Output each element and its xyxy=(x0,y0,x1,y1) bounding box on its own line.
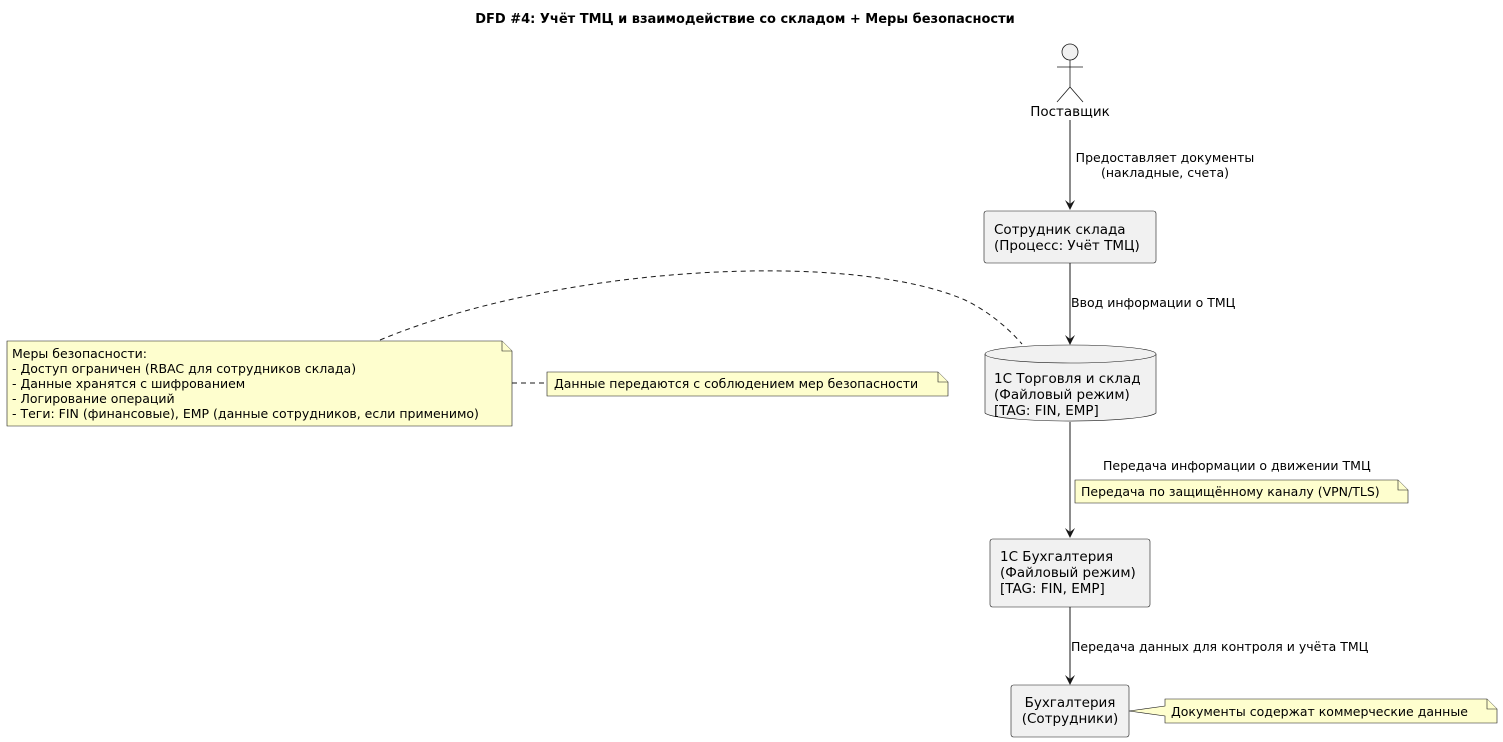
note-line-1: Меры безопасности: xyxy=(12,346,147,361)
flow-supplier-to-employee: Предоставляет документы (накладные, счет… xyxy=(1065,120,1255,210)
trade-warehouse-db[interactable]: 1С Торговля и склад (Файловый режим) [TA… xyxy=(984,344,1157,422)
actor-right-leg-icon xyxy=(1069,86,1084,103)
entity-line-2: (Сотрудники) xyxy=(1022,711,1119,727)
db-body xyxy=(984,354,1157,422)
process-line-2: (Процесс: Учёт ТМЦ) xyxy=(994,238,1140,254)
flow-db-to-accounting: Передача информации о движении ТМЦ xyxy=(1065,422,1371,538)
note-shape xyxy=(1128,698,1498,724)
db-top xyxy=(984,344,1157,364)
flow-label: Ввод информации о ТМЦ xyxy=(1071,295,1236,310)
secure-channel-note: Передача по защищённому каналу (VPN/TLS) xyxy=(1074,479,1409,504)
process-line-2: (Файловый режим) xyxy=(1000,565,1136,581)
flow-label-line-2: (накладные, счета) xyxy=(1101,165,1229,180)
process-line-3: [TAG: FIN, EMP] xyxy=(1000,581,1105,597)
note-text: Данные передаются с соблюдением мер безо… xyxy=(554,376,918,391)
process-line-1: 1С Бухгалтерия xyxy=(1000,549,1113,565)
diagram-title: DFD #4: Учёт ТМЦ и взаимодействие со скл… xyxy=(475,12,1015,27)
note-text: Документы содержат коммерческие данные xyxy=(1171,704,1468,719)
process-line-1: Сотрудник склада xyxy=(994,222,1126,238)
note-text: Передача по защищённому каналу (VPN/TLS) xyxy=(1081,484,1380,499)
flow-accounting-to-staff: Передача данных для контроля и учёта ТМЦ xyxy=(1065,607,1369,685)
note-shape xyxy=(546,371,949,397)
db-line-2: (Файловый режим) xyxy=(994,387,1130,403)
note-line-5: - Теги: FIN (финансовые), EMP (данные со… xyxy=(12,406,479,421)
flow-label: Передача информации о движении ТМЦ xyxy=(1103,458,1371,473)
note-line-2: - Доступ ограничен (RBAC для сотрудников… xyxy=(12,361,356,376)
note-line-3: - Данные хранятся с шифрованием xyxy=(12,376,245,391)
note-shape xyxy=(1074,479,1409,504)
db-line-1: 1С Торговля и склад xyxy=(994,371,1141,387)
accounting-system-process[interactable]: 1С Бухгалтерия (Файловый режим) [TAG: FI… xyxy=(989,538,1151,608)
flow-employee-to-db: Ввод информации о ТМЦ xyxy=(1065,263,1236,345)
entity-line-1: Бухгалтерия xyxy=(1025,695,1116,711)
security-note-connector xyxy=(379,270,1023,345)
note-line-4: - Логирование операций xyxy=(12,391,175,406)
supplier-label: Поставщик xyxy=(1030,104,1110,120)
accounting-staff-entity[interactable]: Бухгалтерия (Сотрудники) xyxy=(1010,684,1130,738)
note-corner xyxy=(501,341,512,352)
data-transfer-note: Данные передаются с соблюдением мер безо… xyxy=(546,371,949,397)
actor-head-icon xyxy=(1061,43,1079,61)
warehouse-employee-process[interactable]: Сотрудник склада (Процесс: Учёт ТМЦ) xyxy=(983,210,1157,264)
actor-left-leg-icon xyxy=(1056,86,1071,103)
note-corner xyxy=(1397,480,1408,491)
note-corner xyxy=(1486,699,1497,710)
security-measures-note: Меры безопасности: - Доступ ограничен (R… xyxy=(6,340,513,427)
flow-label: Передача данных для контроля и учёта ТМЦ xyxy=(1071,639,1369,654)
note-shape xyxy=(6,340,513,427)
flow-label-line-1: Предоставляет документы xyxy=(1076,150,1255,165)
commercial-docs-note: Документы содержат коммерческие данные xyxy=(1128,698,1498,724)
db-line-3: [TAG: FIN, EMP] xyxy=(994,403,1099,419)
supplier-actor[interactable]: Поставщик xyxy=(1030,43,1110,120)
note-corner xyxy=(937,372,948,383)
